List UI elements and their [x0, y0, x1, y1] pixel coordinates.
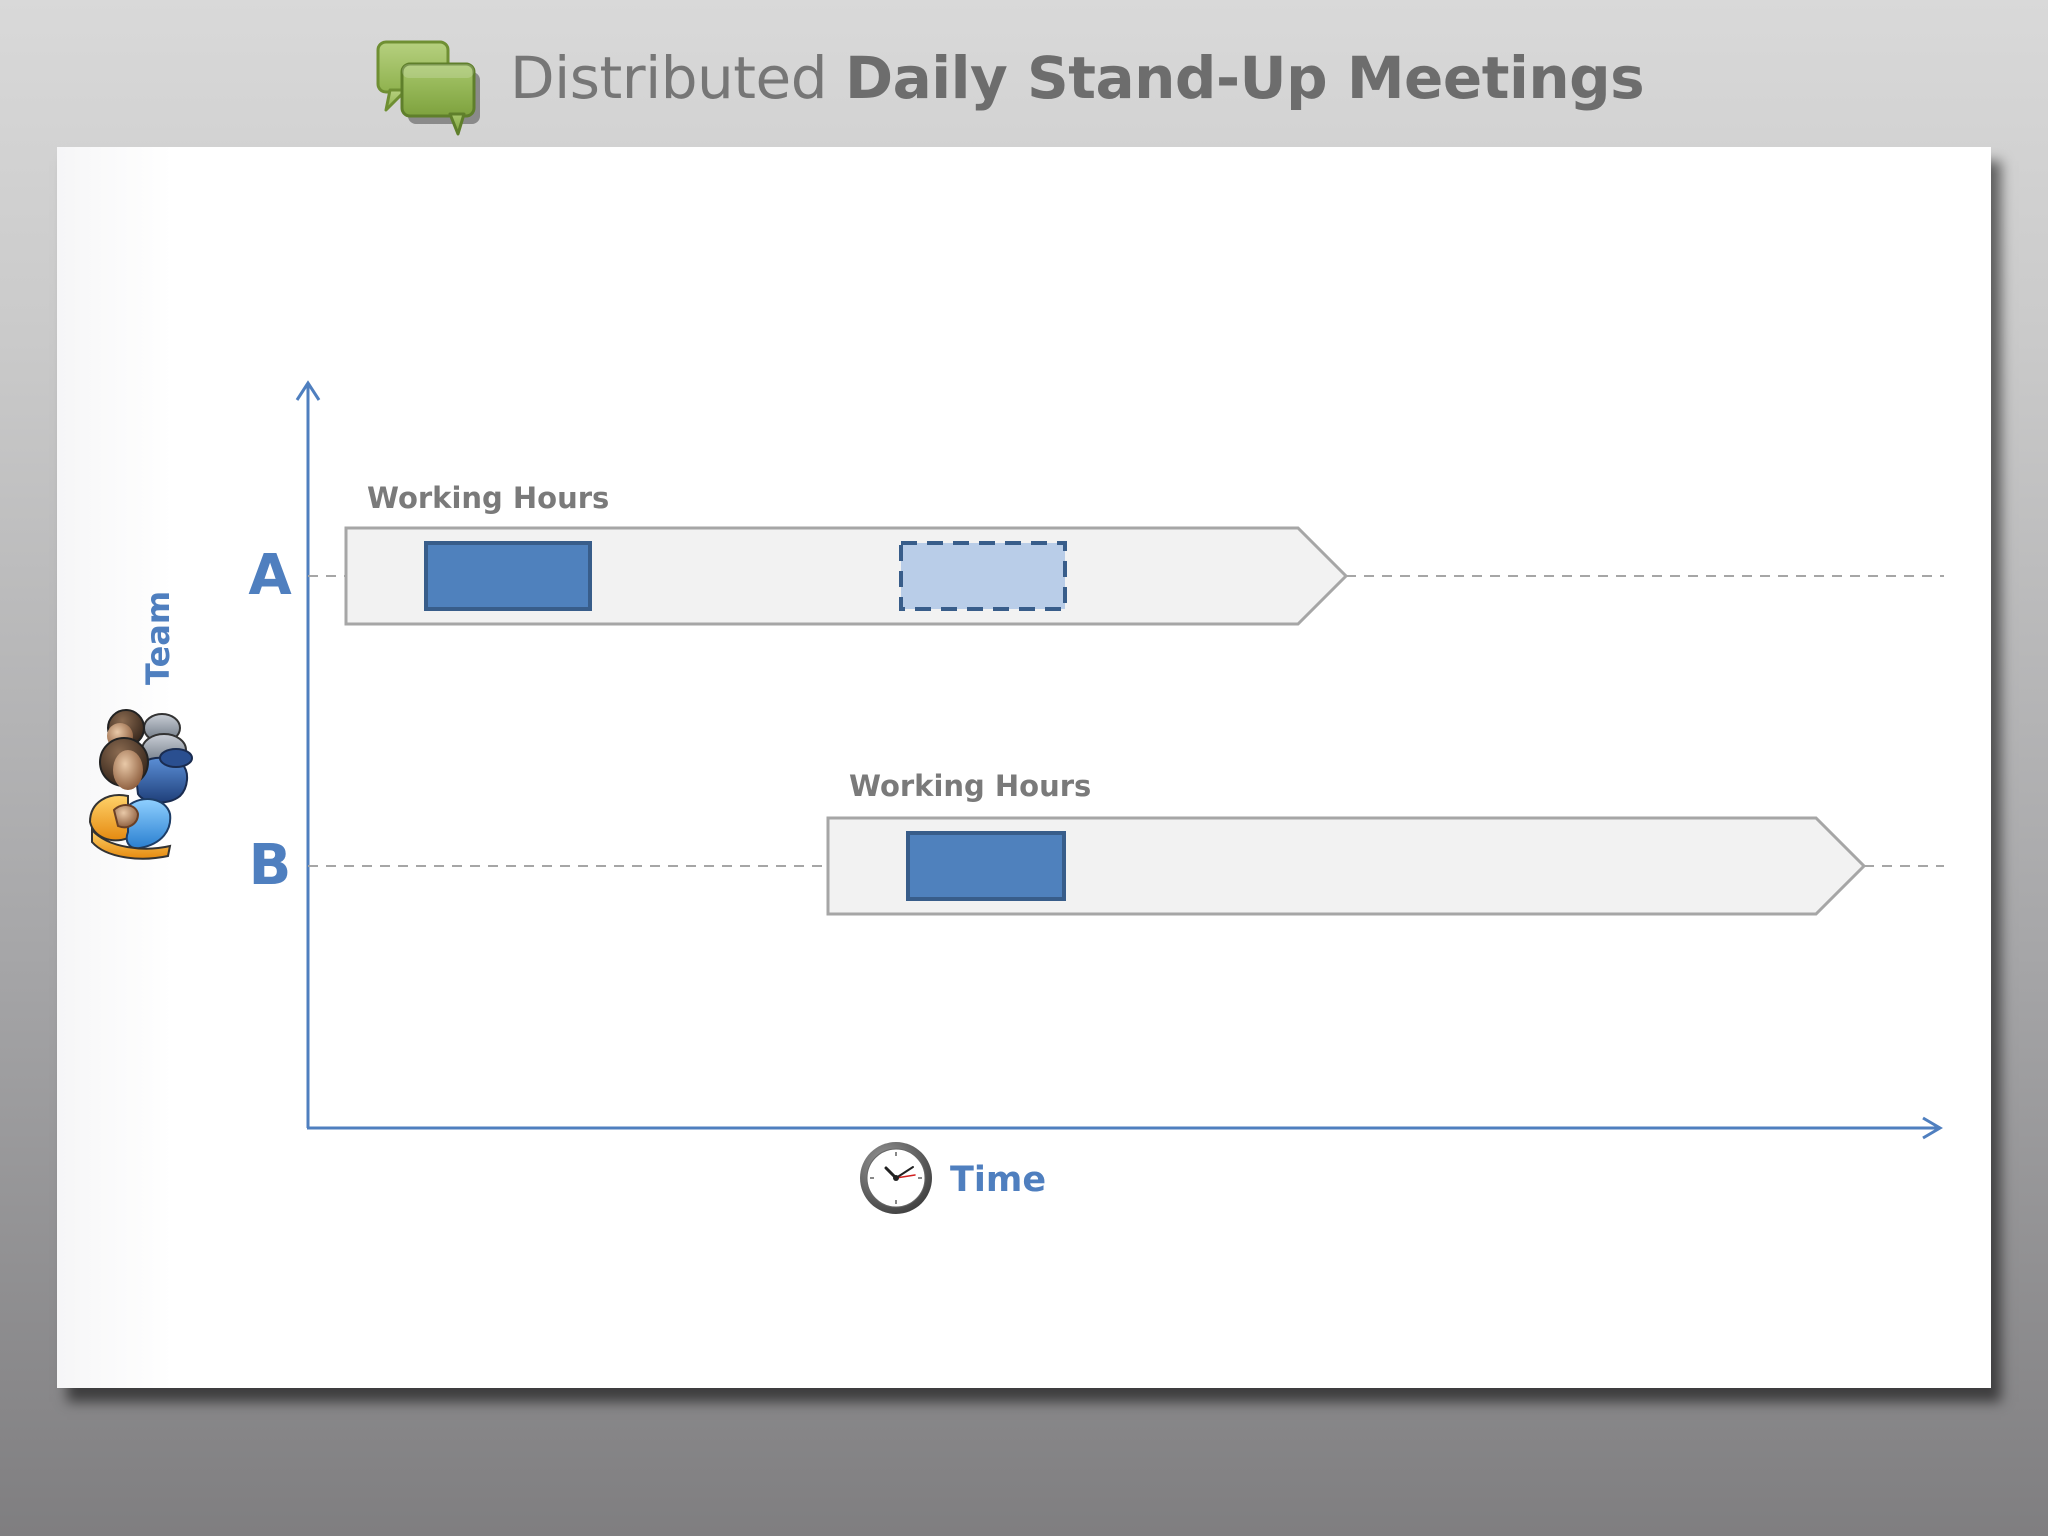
page-title: Distributed Daily Stand-Up Meetings	[510, 38, 1645, 118]
team-a-standup-meeting	[424, 541, 592, 611]
team-a-working-hours-band	[344, 526, 1349, 626]
team-a-working-hours-label: Working Hours	[367, 481, 610, 515]
team-a-label: A	[248, 543, 292, 608]
slide-header: Distributed Daily Stand-Up Meetings	[0, 0, 2048, 146]
slide-canvas	[57, 147, 1991, 1388]
y-axis-label: Team	[139, 590, 177, 685]
x-axis-label: Time	[950, 1160, 1047, 1200]
team-b-standup-meeting	[906, 831, 1066, 901]
team-people-icon	[88, 709, 193, 860]
clock-icon	[860, 1142, 932, 1214]
page-title-light: Distributed	[510, 44, 828, 112]
y-axis-arrowhead	[295, 380, 321, 401]
team-b-label: B	[248, 833, 292, 898]
team-b-working-hours-label: Working Hours	[849, 769, 1092, 803]
slide-fade	[57, 147, 1991, 1388]
page-title-bold: Daily Stand-Up Meetings	[844, 44, 1645, 112]
chat-bubbles-icon	[376, 40, 480, 136]
x-axis-arrowhead	[1922, 1116, 1943, 1140]
team-a-tentative-meeting	[899, 541, 1067, 611]
team-b-working-hours-band	[826, 816, 1867, 916]
